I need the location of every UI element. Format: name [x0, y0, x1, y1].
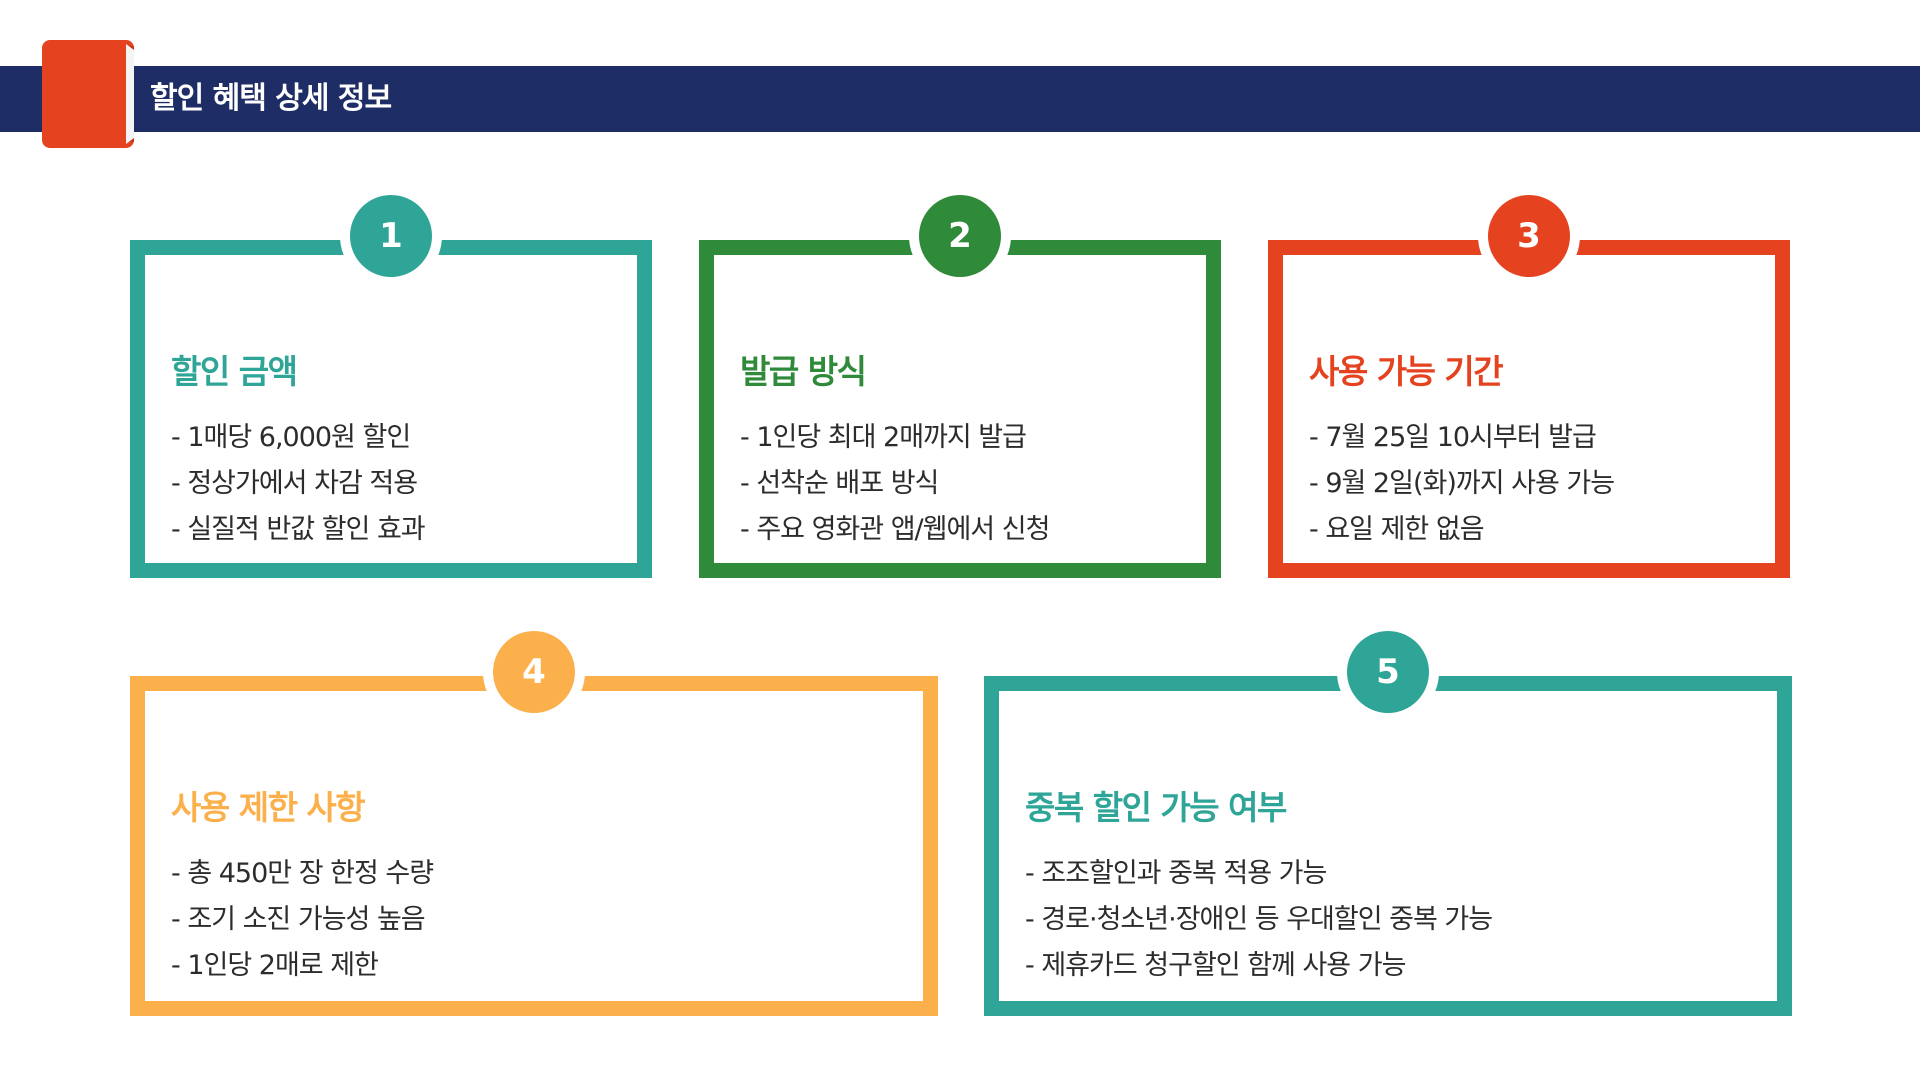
list-item: - 요일 제한 없음 — [1309, 514, 1485, 545]
info-card-5: 5 중복 할인 가능 여부 - 조조할인과 중복 적용 가능 - 경로·청소년·… — [984, 631, 1792, 1016]
book-icon — [42, 40, 134, 148]
info-card-4: 4 사용 제한 사항 - 총 450만 장 한정 수량 - 조기 소진 가능성 … — [130, 631, 938, 1016]
list-item: - 1매당 6,000원 할인 — [171, 422, 411, 453]
page-title: 할인 혜택 상세 정보 — [150, 81, 392, 116]
card-title: 할인 금액 — [171, 352, 298, 391]
list-item: - 1인당 최대 2매까지 발급 — [740, 422, 1027, 453]
card-item-list: - 1인당 최대 2매까지 발급 - 선착순 배포 방식 - 주요 영화관 앱/… — [740, 415, 1050, 553]
card-title: 사용 가능 기간 — [1309, 352, 1504, 391]
list-item: - 주요 영화관 앱/웹에서 신청 — [740, 514, 1050, 545]
card-number-badge: 3 — [1488, 195, 1570, 277]
list-item: - 조기 소진 가능성 높음 — [171, 904, 426, 935]
card-title: 발급 방식 — [740, 352, 867, 391]
info-card-1: 1 할인 금액 - 1매당 6,000원 할인 - 정상가에서 차감 적용 - … — [130, 195, 652, 578]
list-item: - 제휴카드 청구할인 함께 사용 가능 — [1025, 950, 1406, 981]
card-title: 중복 할인 가능 여부 — [1025, 788, 1287, 827]
info-card-2: 2 발급 방식 - 1인당 최대 2매까지 발급 - 선착순 배포 방식 - 주… — [699, 195, 1221, 578]
list-item: - 조조할인과 중복 적용 가능 — [1025, 858, 1327, 889]
list-item: - 7월 25일 10시부터 발급 — [1309, 422, 1597, 453]
list-item: - 총 450만 장 한정 수량 — [171, 858, 434, 889]
info-card-3: 3 사용 가능 기간 - 7월 25일 10시부터 발급 - 9월 2일(화)까… — [1268, 195, 1790, 578]
header-bar — [0, 66, 1920, 132]
card-item-list: - 총 450만 장 한정 수량 - 조기 소진 가능성 높음 - 1인당 2매… — [171, 851, 434, 989]
card-number-badge: 2 — [919, 195, 1001, 277]
list-item: - 실질적 반값 할인 효과 — [171, 514, 426, 545]
list-item: - 경로·청소년·장애인 등 우대할인 중복 가능 — [1025, 904, 1493, 935]
card-item-list: - 1매당 6,000원 할인 - 정상가에서 차감 적용 - 실질적 반값 할… — [171, 415, 426, 553]
list-item: - 9월 2일(화)까지 사용 가능 — [1309, 468, 1615, 499]
card-number-badge: 1 — [350, 195, 432, 277]
list-item: - 선착순 배포 방식 — [740, 468, 939, 499]
list-item: - 1인당 2매로 제한 — [171, 950, 379, 981]
card-title: 사용 제한 사항 — [171, 788, 366, 827]
list-item: - 정상가에서 차감 적용 — [171, 468, 418, 499]
card-number-badge: 5 — [1347, 631, 1429, 713]
card-item-list: - 7월 25일 10시부터 발급 - 9월 2일(화)까지 사용 가능 - 요… — [1309, 415, 1615, 553]
card-number-badge: 4 — [493, 631, 575, 713]
card-item-list: - 조조할인과 중복 적용 가능 - 경로·청소년·장애인 등 우대할인 중복 … — [1025, 851, 1493, 989]
